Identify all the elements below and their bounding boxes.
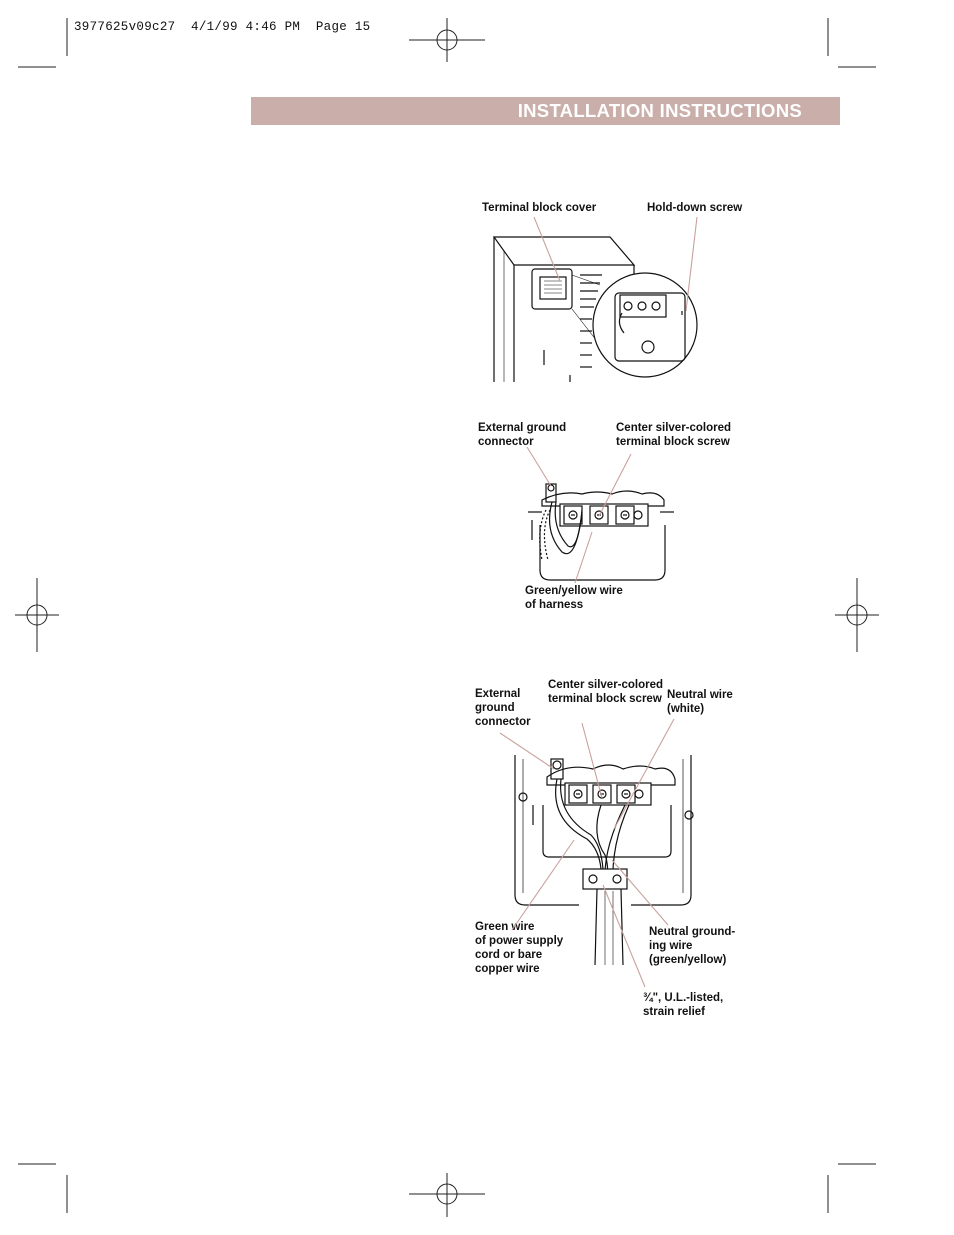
label-neutral-wire: Neutral wire (white) <box>667 689 733 715</box>
label-hold-down-screw: Hold-down screw <box>647 202 743 214</box>
label-green-wire: Green wire of power supply cord or bare … <box>475 921 564 975</box>
label-strain-relief: ¾", U.L.-listed, strain relief <box>643 992 724 1018</box>
printer-slug: 3977625v09c27 4/1/99 4:46 PM Page 15 <box>74 20 371 34</box>
label-center-screw: Center silver-colored terminal block scr… <box>616 422 732 448</box>
label-neutral-grounding-wire: Neutral ground- ing wire (green/yellow) <box>649 926 736 966</box>
label-harness-wire: Green/yellow wire of harness <box>525 585 623 611</box>
label-center-screw-2: Center silver-colored terminal block scr… <box>548 679 664 705</box>
label-external-ground-connector: External ground connector <box>478 422 567 448</box>
section-banner: INSTALLATION INSTRUCTIONS <box>251 97 840 125</box>
banner-title: INSTALLATION INSTRUCTIONS <box>517 100 802 121</box>
figure-terminal-block-harness <box>528 483 674 581</box>
label-terminal-block-cover: Terminal block cover <box>482 202 597 214</box>
figure-dryer-terminal-block <box>492 236 698 382</box>
label-external-ground-connector-2: External ground connector <box>475 688 531 728</box>
